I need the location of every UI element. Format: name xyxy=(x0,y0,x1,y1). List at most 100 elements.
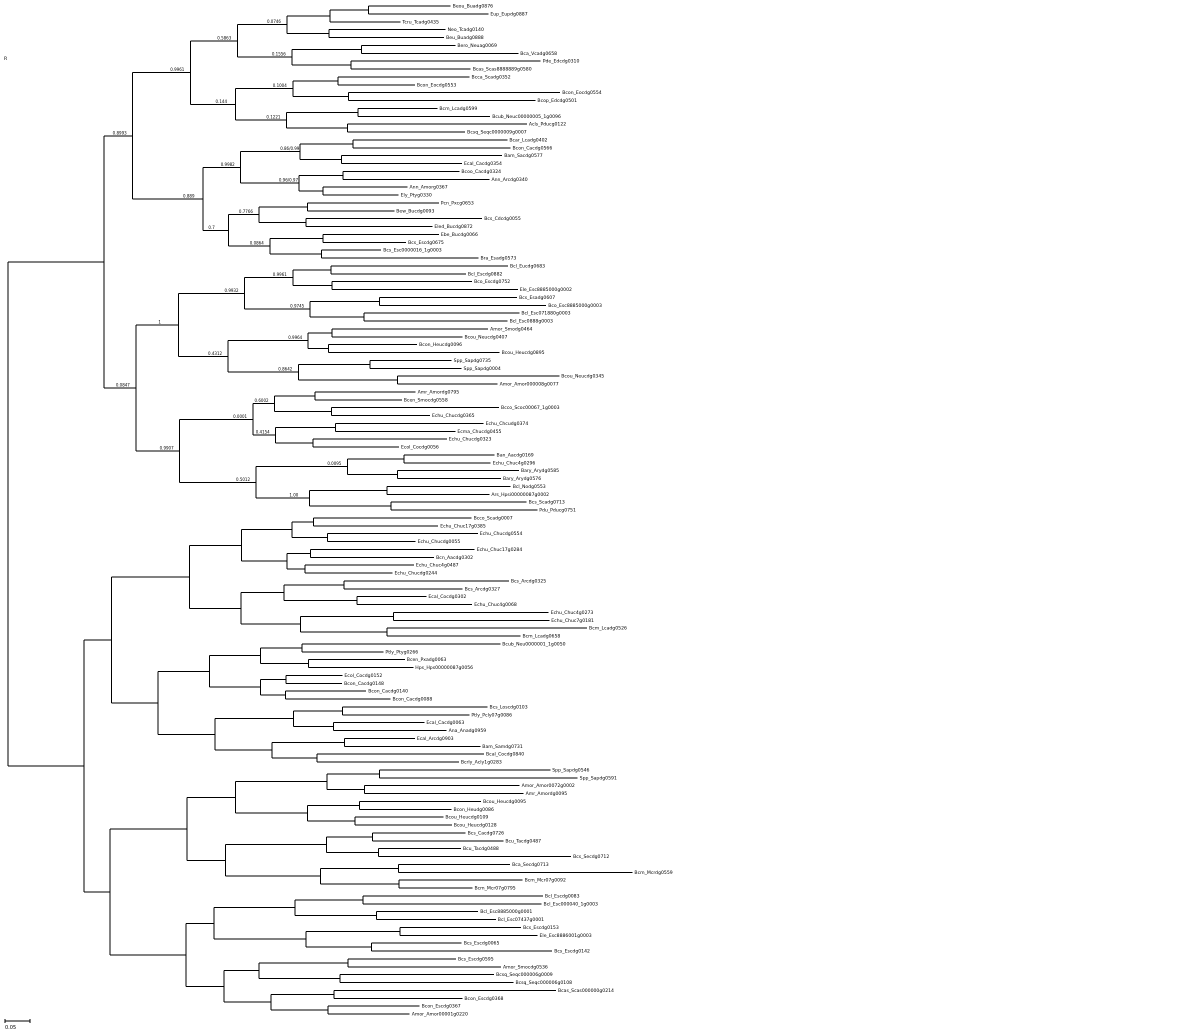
support-value: 0.1556 xyxy=(272,52,286,57)
support-value: 0.9907 xyxy=(160,445,174,450)
leaf-label: Pde_Edcdg0310 xyxy=(543,59,580,65)
leaf-label: Amor_Smodg0464 xyxy=(490,326,532,332)
tree-branches xyxy=(7,5,633,1015)
leaf-label: Echu_Chuc17g0284 xyxy=(477,547,523,553)
leaf-label: Amor_Amor0072g0002 xyxy=(522,783,575,789)
leaf-label: Bcl_Esc8885000g0001 xyxy=(480,909,532,915)
leaf-label: Ars_Hpsi00000087g0002 xyxy=(491,492,549,498)
leaf-label: Acls_Pducg0122 xyxy=(529,122,566,128)
leaf-label: Echu_Chuc17g0385 xyxy=(440,523,486,529)
leaf-label: Bcas_Scas8888889g0580 xyxy=(473,67,532,73)
leaf-label: Ptly_Ptyg0266 xyxy=(385,649,418,655)
support-values: 0.07460.15560.58630.10040.12210.1440.996… xyxy=(113,19,342,497)
leaf-label: Bcal_Cocdg0840 xyxy=(486,752,524,758)
leaf-label: Bcs_Esc0000016_1g0003 xyxy=(383,248,442,254)
leaf-label: Bcm_Mcrdg0559 xyxy=(634,870,672,876)
support-value: 0.5012 xyxy=(236,477,250,482)
leaf-label: Bcn_Aacdg0302 xyxy=(436,555,473,561)
leaf-label: Spp_Sapdg0546 xyxy=(552,767,589,773)
leaf-label: Bcca_Scadg0352 xyxy=(472,74,511,80)
leaf-label: Bcon_Eocdg0553 xyxy=(417,82,457,88)
leaf-label: Bcou_Heucdg0095 xyxy=(483,799,526,805)
leaf-label: Bcl_Esc0888g0003 xyxy=(510,319,553,325)
leaf-label: Bcs_Secdg0712 xyxy=(573,854,609,860)
support-value: 0.8642 xyxy=(278,367,292,372)
support-value: 0.0095 xyxy=(327,461,341,466)
leaf-label: Bcm_Lcadg0526 xyxy=(589,626,627,632)
leaf-label: Beou_Buadg0876 xyxy=(453,4,493,10)
leaf-label: Bcou_Heucdg0109 xyxy=(445,815,488,821)
leaf-label: Amor_Smocdg0536 xyxy=(503,964,548,970)
support-value: 0.86/0.99 xyxy=(280,146,300,151)
leaf-label: Bcoo_Cacdg0324 xyxy=(461,169,501,175)
leaf-label: Pdu_Pducg0751 xyxy=(539,508,576,514)
leaf-label: Bcsq_Seqc000006g0108 xyxy=(515,980,572,986)
leaf-label: Spp_Sapdg0591 xyxy=(580,775,617,781)
leaf-label: Bcsq_Seqc0000009g0007 xyxy=(467,130,527,136)
leaf-label: Bco_Esc8885000g0003 xyxy=(548,303,602,309)
leaf-label: Ann_Arcdg0340 xyxy=(491,177,527,183)
support-value: 0.9982 xyxy=(221,162,235,167)
leaf-label: Bcs_Escdg0142 xyxy=(554,949,590,955)
leaf-label: Spp_Sapdg0735 xyxy=(454,358,491,364)
leaf-label: Bcsq_Seqc000006g0009 xyxy=(496,972,553,978)
leaf-label: Echu_Chucdg0554 xyxy=(480,531,523,537)
support-value: 0.0864 xyxy=(250,241,264,246)
leaf-label: Ecal_Cacdg0354 xyxy=(464,161,502,167)
leaf-label: Pcn_Pxcg0653 xyxy=(441,200,474,206)
support-value: 0.9745 xyxy=(290,304,304,309)
leaf-label: Bra_Esadg0573 xyxy=(481,256,517,262)
leaf-label: Ele_Esc8885000g0002 xyxy=(520,287,572,293)
leaf-label: Bcs_Cacdg0726 xyxy=(468,830,505,836)
leaf-label: Ecal_Arcdg0903 xyxy=(417,736,454,742)
leaf-label: Bcl_Nodg0553 xyxy=(513,484,546,490)
support-value: 0.1221 xyxy=(266,115,280,120)
leaf-label: Bcou_Neucdg0345 xyxy=(561,374,604,380)
leaf-label: Bcon_Escdg0368 xyxy=(464,996,503,1002)
leaf-label: Echu_Chuc4g0487 xyxy=(416,563,459,569)
support-value: 0.889 xyxy=(183,193,195,198)
leaf-label: Bcl_Esc07437g0001 xyxy=(498,917,544,923)
leaf-label: Bcs_Escdg0595 xyxy=(458,956,494,962)
leaf-label: Bcub_Neuc00000005_1g0096 xyxy=(492,114,561,120)
leaf-label: Bcm_Mcr07g0092 xyxy=(525,878,566,884)
support-value: 0.9961 xyxy=(273,272,287,277)
support-value: 0.0847 xyxy=(116,382,130,387)
leaf-label: Echu_Chucdg0365 xyxy=(432,413,475,419)
leaf-label: Bcon_Cacdg0148 xyxy=(344,681,384,687)
leaf-label: Bcs_Escdg0065 xyxy=(464,941,500,947)
leaf-label: Ecol_Cocdg0056 xyxy=(401,445,439,451)
leaf-label: Bcs_Arcdg0325 xyxy=(511,578,546,584)
leaf-label: Echu_Chuc4g0273 xyxy=(551,610,594,616)
leaf-label: Echu_Chucdg0244 xyxy=(395,571,438,577)
leaf-label: Amr_Amordg0095 xyxy=(526,791,568,797)
leaf-label: Bcl_Eucdg0683 xyxy=(510,263,545,269)
leaf-label: Ecma_Chucdg0455 xyxy=(457,429,501,435)
leaf-label: Bam_Samdg0731 xyxy=(482,744,523,750)
leaf-label: Bcon_Escdg0367 xyxy=(422,1004,461,1010)
leaf-label: Amor_Amor00001g0220 xyxy=(412,1012,468,1018)
leaf-label: Ptly_Pcly07g0086 xyxy=(471,712,512,718)
leaf-label: Bcon_Cacdg0088 xyxy=(393,697,433,703)
support-value: 1.00 xyxy=(289,493,298,498)
leaf-label: Bcm_Lcadg0658 xyxy=(522,634,560,640)
leaf-label: Bcrly_Acly1g0283 xyxy=(461,760,502,766)
leaf-label: Bcen_Pxadg0063 xyxy=(407,657,447,663)
leaf-label: Ebe_Bucdg0066 xyxy=(441,232,478,238)
leaf-label: Tcru_Tcadg0435 xyxy=(401,19,439,25)
leaf-label: Bcs_Escdg0675 xyxy=(408,240,444,246)
support-value: 0.7 xyxy=(208,225,215,230)
leaf-label: Bcco_Scoc00067_1g0003 xyxy=(501,405,560,411)
leaf-label: Bcen_Smocdg0558 xyxy=(404,397,448,403)
leaf-label: Neo_Tcadg0140 xyxy=(448,27,484,33)
leaf-label: Ana_Anadg0959 xyxy=(449,728,487,734)
support-value: 0.9964 xyxy=(288,335,302,340)
leaf-label: Bcu_Tacdg0487 xyxy=(505,838,541,844)
support-value: 1 xyxy=(158,319,161,324)
leaf-label: Ele_Esc8886001g0003 xyxy=(540,933,592,939)
leaf-label: Bcs_Scadg0713 xyxy=(529,500,565,506)
leaf-label: Bcl_Esc071880g0003 xyxy=(521,311,570,317)
leaf-label: Ann_Amorg0367 xyxy=(410,185,448,191)
leaf-label: Ely_Ptyg0330 xyxy=(401,193,432,199)
